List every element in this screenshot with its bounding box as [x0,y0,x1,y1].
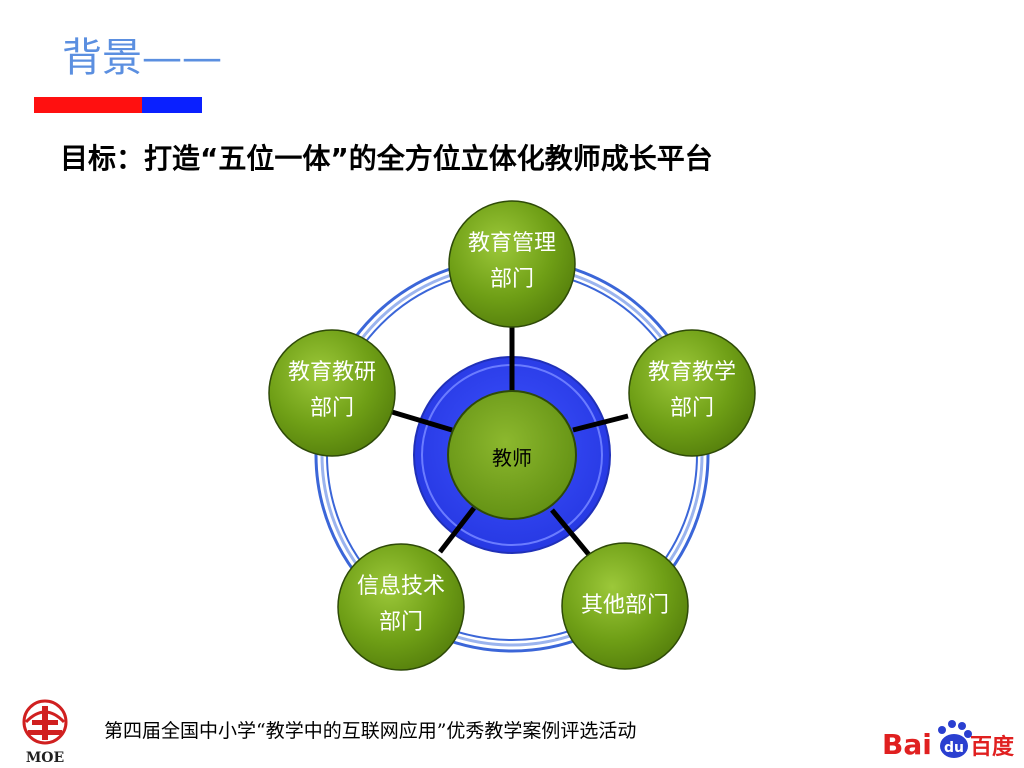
center-node-label: 教师 [492,446,532,470]
node-other-line1: 其他部门 [580,593,669,618]
node-info-tech-line1: 信息技术 [356,574,445,599]
baidu-logo-du: du [944,740,964,756]
baidu-logo-bai: Bai [882,728,932,761]
node-edu-teaching-line1: 教育教学 [647,360,736,385]
title-underline-blue [142,97,202,113]
connector-left [391,409,453,433]
node-edu-management [448,200,576,328]
node-edu-research [268,329,396,457]
node-other-label: 其他部门 [560,588,690,624]
node-edu-teaching-line2: 部门 [669,396,714,421]
node-edu-management-label: 教育管理 部门 [447,226,577,298]
connector-bottom-right [550,508,592,558]
slide-title: 背景—— [62,35,222,81]
baidu-logo-cn: 百度 [970,734,1015,760]
node-edu-research-line2: 部门 [309,396,354,421]
node-info-tech-line2: 部门 [378,610,423,635]
node-edu-research-line1: 教育教研 [287,360,376,385]
node-info-tech [337,543,465,671]
node-edu-teaching-label: 教育教学 部门 [627,355,757,427]
title-underline-red [34,97,146,113]
node-edu-management-line2: 部门 [489,267,534,292]
node-edu-management-line1: 教育管理 [467,231,556,256]
connector-bottom-left [438,506,476,554]
slide-subtitle: 目标：打造“五位一体”的全方位立体化教师成长平台 [60,142,713,175]
moe-logo-text: MOE [26,750,64,766]
connector-right [572,413,629,433]
node-info-tech-label: 信息技术 部门 [336,569,466,641]
moe-logo: MOE [22,699,68,766]
node-edu-research-label: 教育教研 部门 [267,355,397,427]
footer-caption: 第四届全国中小学“教学中的互联网应用”优秀教学案例评选活动 [104,720,637,742]
center-node [447,390,577,520]
node-other [561,542,689,670]
baidu-logo: Bai du 百度 [882,720,1015,761]
node-edu-teaching [628,329,756,457]
